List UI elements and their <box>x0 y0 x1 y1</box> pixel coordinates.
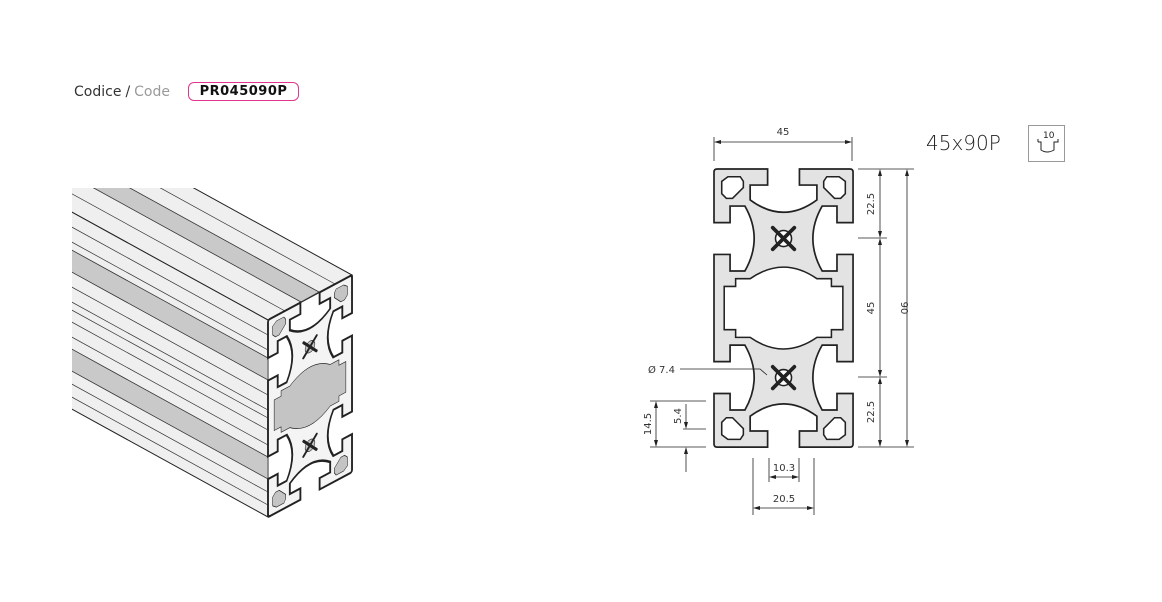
profile-name: 45x90P <box>926 131 1001 155</box>
profile-3d-top-slot <box>92 188 320 303</box>
slot-size-label: 10 <box>1043 131 1055 141</box>
dim-hole-diameter: Ø 7.4 <box>648 364 675 376</box>
product-code-badge: PR045090P <box>188 82 299 101</box>
code-label-it: Codice <box>74 83 122 100</box>
dim-middle-section: 45 <box>866 302 877 315</box>
dim-slot-width: 20.5 <box>773 494 795 505</box>
dim-bottom-section: 22.5 <box>866 401 877 423</box>
profile-cross-section <box>712 167 855 449</box>
code-label-en: Code <box>134 83 170 100</box>
code-separator: / <box>125 83 131 100</box>
profile-3d-view <box>72 188 354 519</box>
dim-slot-depth: 14.5 <box>643 413 654 435</box>
product-code-header: Codice / Code PR045090P <box>74 82 299 101</box>
dim-slot-opening: 10.3 <box>773 463 795 474</box>
profile-3d-side-slot-upper <box>72 249 269 381</box>
dim-height: 90 <box>898 302 909 315</box>
dim-top-section: 22.5 <box>866 193 877 215</box>
dim-width: 45 <box>777 127 790 138</box>
dimension-arrows <box>654 140 909 510</box>
profile-3d-side-slot-lower <box>72 348 269 480</box>
profile-3d-edge-lines <box>72 188 336 506</box>
slot-size-icon-box: 10 <box>1028 125 1065 162</box>
t-slot-nut-icon <box>1037 139 1059 153</box>
dim-slot-lip: 5.4 <box>673 408 684 424</box>
